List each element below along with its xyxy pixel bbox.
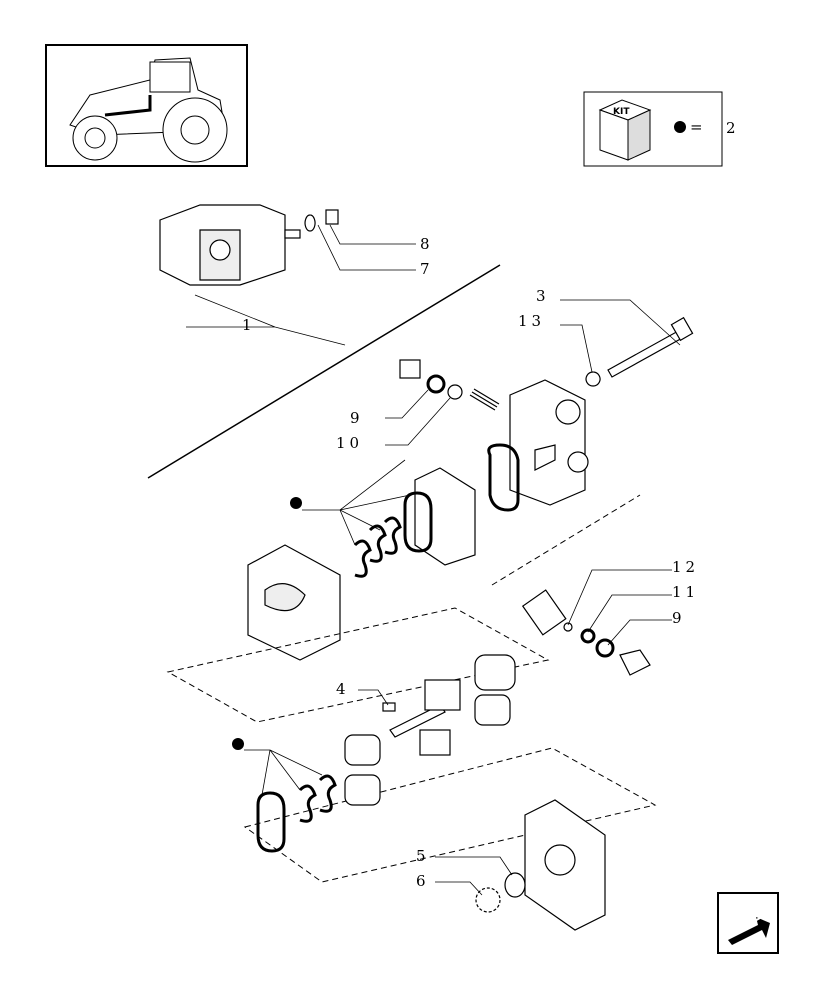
callout-12: 12 xyxy=(672,558,699,576)
bushing-c xyxy=(344,734,381,766)
seal-small-b xyxy=(368,524,387,563)
bushing-b xyxy=(474,694,511,726)
seal-small-e xyxy=(318,774,337,813)
circlip-6 xyxy=(475,887,501,913)
pump-body xyxy=(247,544,341,661)
gear-drive xyxy=(424,679,461,711)
callout-9a: 9 xyxy=(350,409,364,427)
kit-legend: KIT = 2 xyxy=(583,91,740,167)
key-4 xyxy=(382,702,396,712)
seal-small-c xyxy=(383,516,402,555)
seal-small-a xyxy=(353,539,372,578)
callout-4: 4 xyxy=(336,680,350,698)
callout-1: 1 xyxy=(242,316,256,334)
seal-5 xyxy=(504,872,526,898)
callout-3: 3 xyxy=(536,287,550,305)
callout-10: 10 xyxy=(336,434,363,452)
callout-5: 5 xyxy=(416,847,430,865)
kit-dot-icon xyxy=(290,497,302,509)
seal-large-c xyxy=(256,791,286,853)
plug-part xyxy=(399,359,421,379)
rear-cover xyxy=(524,799,606,931)
tractor-thumbnail-icon[interactable] xyxy=(45,44,248,167)
ring-11 xyxy=(580,628,596,644)
cover-housing xyxy=(509,379,589,506)
callout-7: 7 xyxy=(420,260,434,278)
washer-10 xyxy=(447,384,463,400)
callout-9b: 9 xyxy=(672,609,686,627)
kit-label: KIT xyxy=(613,107,630,117)
bolt-part xyxy=(607,316,694,378)
gear-driven xyxy=(419,729,451,756)
ring-12 xyxy=(563,622,573,632)
bushing-a xyxy=(474,654,516,691)
oring-9a xyxy=(426,374,446,394)
callout-6: 6 xyxy=(416,872,430,890)
pump-assembly xyxy=(159,204,339,286)
seal-large-a xyxy=(487,443,520,512)
spring-part xyxy=(469,388,500,411)
callout-11: 11 xyxy=(672,583,699,601)
kit-value: 2 xyxy=(726,119,740,137)
bushing-d xyxy=(344,774,381,806)
kit-equals: = xyxy=(690,118,707,136)
seal-large-b xyxy=(403,491,433,553)
kit-box-icon: KIT xyxy=(598,99,652,161)
oring-9b xyxy=(595,638,615,658)
kit-dot-icon xyxy=(232,738,244,750)
callout-13: 13 xyxy=(518,312,545,330)
plug-part-b xyxy=(619,649,651,676)
kit-dot-icon xyxy=(674,121,686,133)
previous-page-arrow-icon[interactable] xyxy=(717,892,779,954)
callout-8: 8 xyxy=(420,235,434,253)
seal-small-d xyxy=(298,784,317,823)
washer-13 xyxy=(585,371,601,387)
valve-part xyxy=(521,589,567,636)
